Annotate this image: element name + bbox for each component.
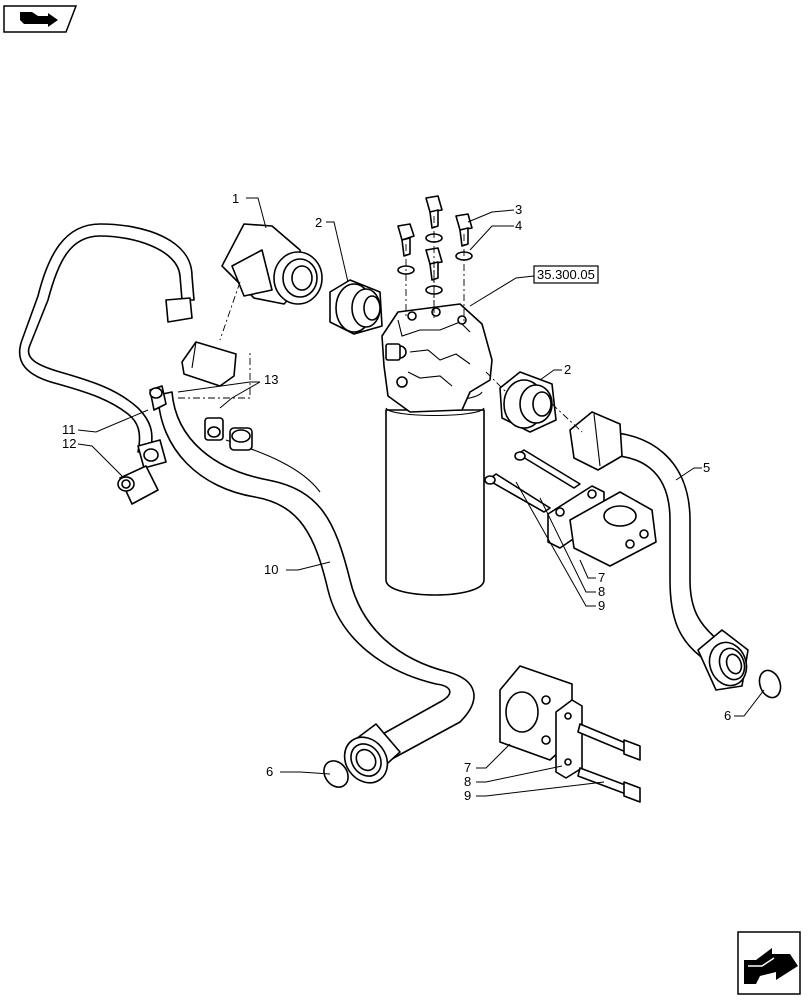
next-page-arrow-icon[interactable] xyxy=(737,931,801,995)
callout-labels: 1 2 3 4 2 5 13 11 12 10 7 8 9 6 6 7 8 9 xyxy=(62,191,731,803)
adapter-2-right xyxy=(499,371,557,433)
o-ring-6-left xyxy=(323,760,349,788)
callout-10: 10 xyxy=(264,562,278,577)
callout-8-lower: 8 xyxy=(464,774,471,789)
clamp-assembly-lower xyxy=(499,665,641,803)
elbow-fitting-1 xyxy=(221,223,323,305)
pipe-10-end-fitting xyxy=(343,723,401,784)
callout-2-upper: 2 xyxy=(315,215,322,230)
pipe-5-end-fitting xyxy=(697,629,749,691)
callout-6-right: 6 xyxy=(724,708,731,723)
callout-9-lower: 9 xyxy=(464,788,471,803)
o-ring-6-right xyxy=(758,669,782,699)
callout-11: 11 xyxy=(62,422,76,437)
reference-number[interactable]: 35.300.05 xyxy=(537,267,595,282)
callout-3: 3 xyxy=(515,202,522,217)
callout-8-upper: 8 xyxy=(598,584,605,599)
clamp-assembly-upper xyxy=(484,449,657,567)
adapter-2-upper xyxy=(329,279,383,335)
leader-lines xyxy=(77,197,765,797)
callout-2-right: 2 xyxy=(564,362,571,377)
callout-4: 4 xyxy=(515,218,522,233)
pipe-10 xyxy=(157,391,475,761)
callout-7-upper: 7 xyxy=(598,570,605,585)
callout-9-upper: 9 xyxy=(598,598,605,613)
callout-7-lower: 7 xyxy=(464,760,471,775)
book-arrow-icon[interactable] xyxy=(3,5,78,33)
centerlines xyxy=(178,216,583,433)
tube-11 xyxy=(18,223,195,469)
callout-5: 5 xyxy=(703,460,710,475)
reference-link[interactable]: 35.300.05 xyxy=(533,265,599,284)
callout-1: 1 xyxy=(232,191,239,206)
filter-canister xyxy=(385,391,485,596)
fitting-12 xyxy=(117,465,159,505)
callout-12: 12 xyxy=(62,436,76,451)
callout-6-left: 6 xyxy=(266,764,273,779)
callout-13: 13 xyxy=(264,372,278,387)
connector-block xyxy=(181,341,237,387)
filter-head xyxy=(381,303,493,413)
